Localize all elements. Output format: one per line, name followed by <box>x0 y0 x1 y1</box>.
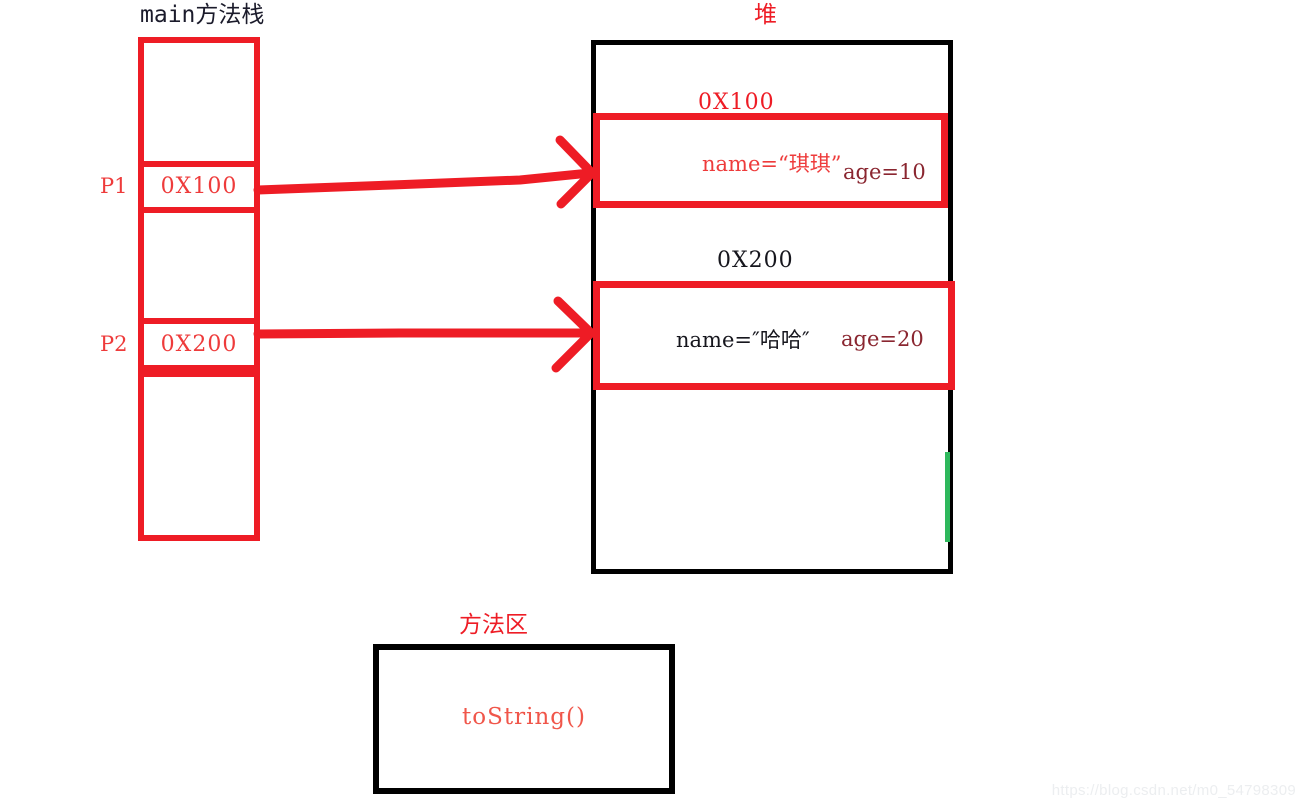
arrow-p2-to-object1 <box>253 296 596 373</box>
heap-green-artifact <box>945 452 950 542</box>
method-area-title: 方法区 <box>459 612 528 638</box>
stack-slot-value-p2: 0X200 <box>160 332 238 357</box>
heap-object-address-1: 0X200 <box>717 248 794 273</box>
heap-object-box-1 <box>593 281 955 390</box>
stack-title: main方法栈 <box>140 2 265 28</box>
heap-object-box-0 <box>593 113 948 208</box>
method-area-method-name: toString() <box>462 704 586 730</box>
heap-object-address-0: 0X100 <box>698 90 775 115</box>
heap-object-age-1: age=20 <box>841 327 924 351</box>
stack-pointer-label-p2: P2 <box>100 332 128 356</box>
heap-object-name-0: name=“琪琪” <box>702 152 842 176</box>
stack-pointer-label-p1: P1 <box>100 174 128 198</box>
watermark: https://blog.csdn.net/m0_54798309 <box>1051 782 1296 799</box>
stack-outer-box <box>138 37 260 541</box>
heap-object-name-1: name=″哈哈″ <box>676 328 810 352</box>
heap-title: 堆 <box>754 2 777 28</box>
stack-slot-value-p1: 0X100 <box>160 174 238 199</box>
method-area-box <box>373 644 675 794</box>
heap-object-age-0: age=10 <box>843 160 926 184</box>
stack-slot-p1 <box>138 161 260 213</box>
stack-divider-lower <box>138 371 260 377</box>
arrow-p1-to-object0 <box>253 135 597 209</box>
stack-slot-p2 <box>138 318 260 371</box>
